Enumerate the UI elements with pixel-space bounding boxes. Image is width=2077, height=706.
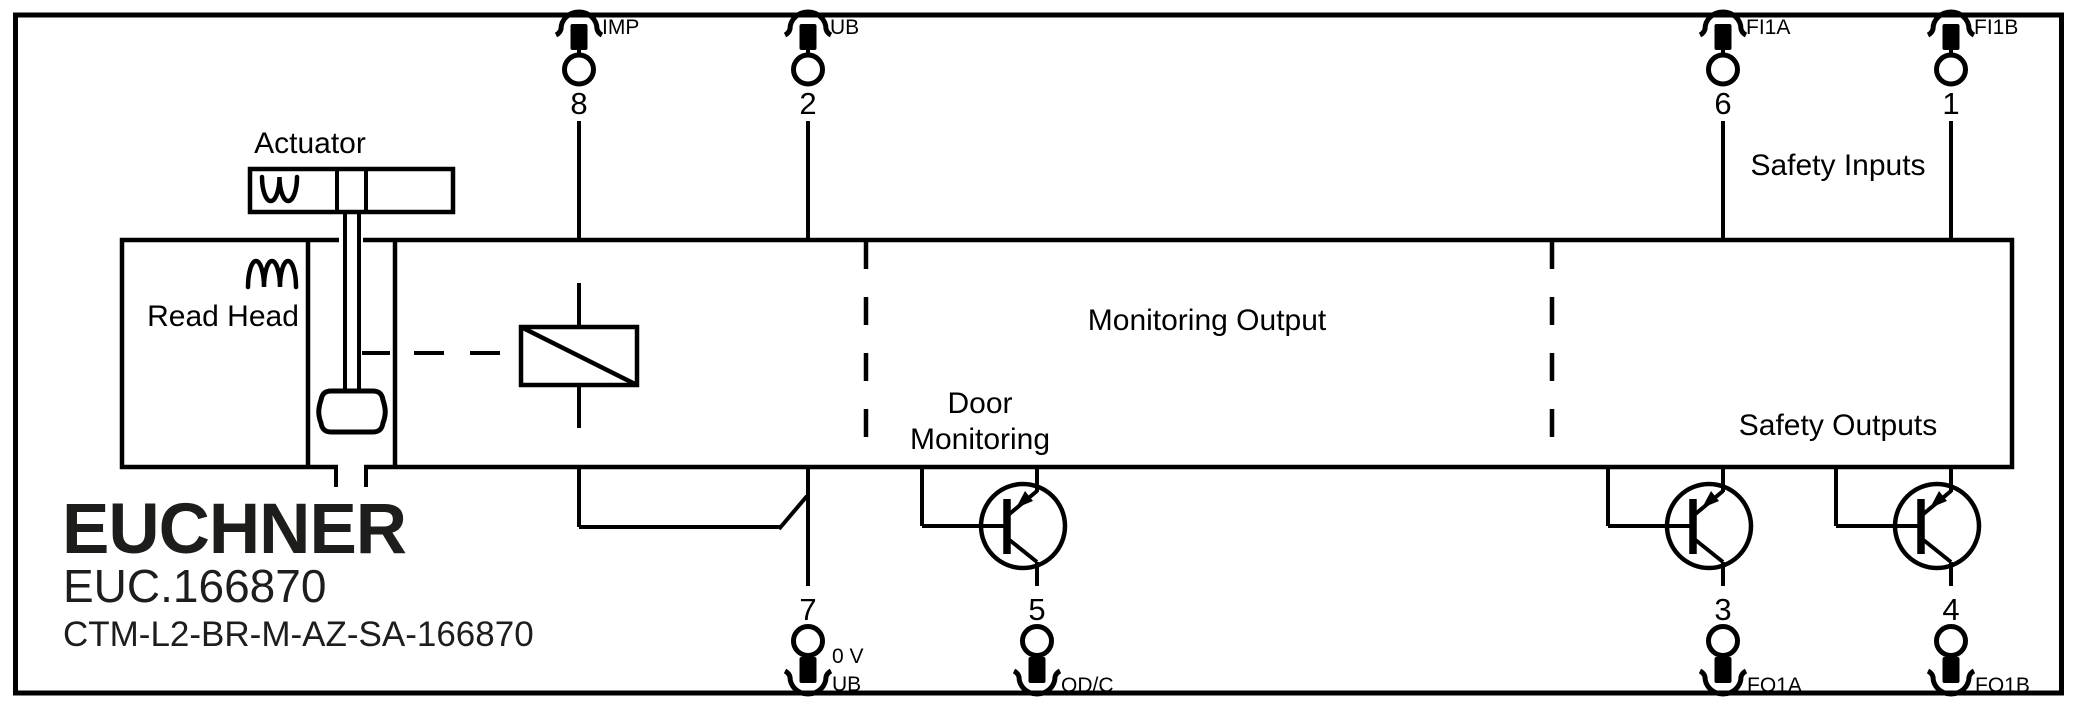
read-head-label: Read Head	[147, 300, 299, 333]
pin-number: 4	[1942, 592, 1959, 627]
monitoring-output-label: Monitoring Output	[1088, 304, 1327, 337]
pin-number: 1	[1942, 86, 1959, 121]
pin-number: 7	[799, 592, 816, 627]
terminal-fo1a: 3 FO1A	[1700, 592, 1802, 697]
actuator: Actuator	[247, 127, 456, 435]
connector-pin-icon	[785, 627, 831, 695]
terminal-fo1b: 4 FO1B	[1928, 592, 2030, 697]
read-head-coil-icon	[245, 258, 299, 290]
connector-pin-icon	[1928, 627, 1974, 695]
safety-outputs-label: Safety Outputs	[1739, 409, 1937, 442]
actuator-label: Actuator	[254, 127, 366, 160]
safety-inputs-label: Safety Inputs	[1750, 149, 1925, 182]
port-label: 0 V	[832, 645, 864, 668]
port-label: OD/C	[1061, 674, 1114, 697]
connector-pin-icon	[1928, 12, 1974, 240]
actuator-body	[247, 166, 456, 215]
pin-number: 2	[799, 86, 816, 121]
relay-symbol	[518, 283, 640, 428]
connector-pin-icon	[1014, 627, 1060, 695]
port-label: FI1B	[1974, 16, 2018, 39]
brand-block: EUCHNER EUC.166870 CTM-L2-BR-M-AZ-SA-166…	[62, 490, 534, 654]
brand-logo: EUCHNER	[62, 490, 406, 569]
terminal-ub: 2 UB	[785, 12, 859, 240]
terminal-0v-ub: 7 0 V UB	[785, 592, 864, 696]
terminal-fi1a: 6 FI1A	[1700, 12, 1790, 240]
actuator-bolt	[316, 388, 388, 435]
read-head: Read Head	[147, 258, 299, 333]
safety-output-transistor-b	[1836, 467, 1979, 586]
actuator-coil-icon	[259, 174, 300, 204]
door-monitoring-label-line2: Monitoring	[910, 423, 1050, 456]
pin-number: 8	[570, 86, 587, 121]
port-label: FO1B	[1975, 674, 2030, 697]
port-label: FO1A	[1747, 674, 1802, 697]
connector-pin-icon	[1700, 627, 1746, 695]
door-monitoring-label-line1: Door	[947, 387, 1012, 420]
order-code: EUC.166870	[63, 560, 326, 612]
port-label: UB	[832, 673, 861, 696]
terminal-imp: 8 IMP	[556, 12, 639, 240]
port-label: UB	[830, 16, 859, 39]
pin-number: 3	[1714, 592, 1731, 627]
safety-output-transistor-a	[1608, 467, 1751, 586]
terminal-odc: 5 OD/C	[1014, 592, 1114, 697]
port-label: IMP	[602, 16, 639, 39]
device-housing	[119, 233, 2015, 487]
connector-pin-icon	[556, 12, 602, 240]
switch-contact	[577, 467, 810, 586]
door-monitoring-transistor	[922, 467, 1065, 586]
switch-blade	[777, 494, 809, 531]
pin-number: 5	[1028, 592, 1045, 627]
pin-number: 6	[1714, 86, 1731, 121]
terminal-fi1b: 1 FI1B	[1928, 12, 2018, 240]
connector-pin-icon	[1700, 12, 1746, 240]
port-label: FI1A	[1746, 16, 1790, 39]
type-code: CTM-L2-BR-M-AZ-SA-166870	[63, 615, 534, 654]
connector-pin-icon	[785, 12, 831, 240]
